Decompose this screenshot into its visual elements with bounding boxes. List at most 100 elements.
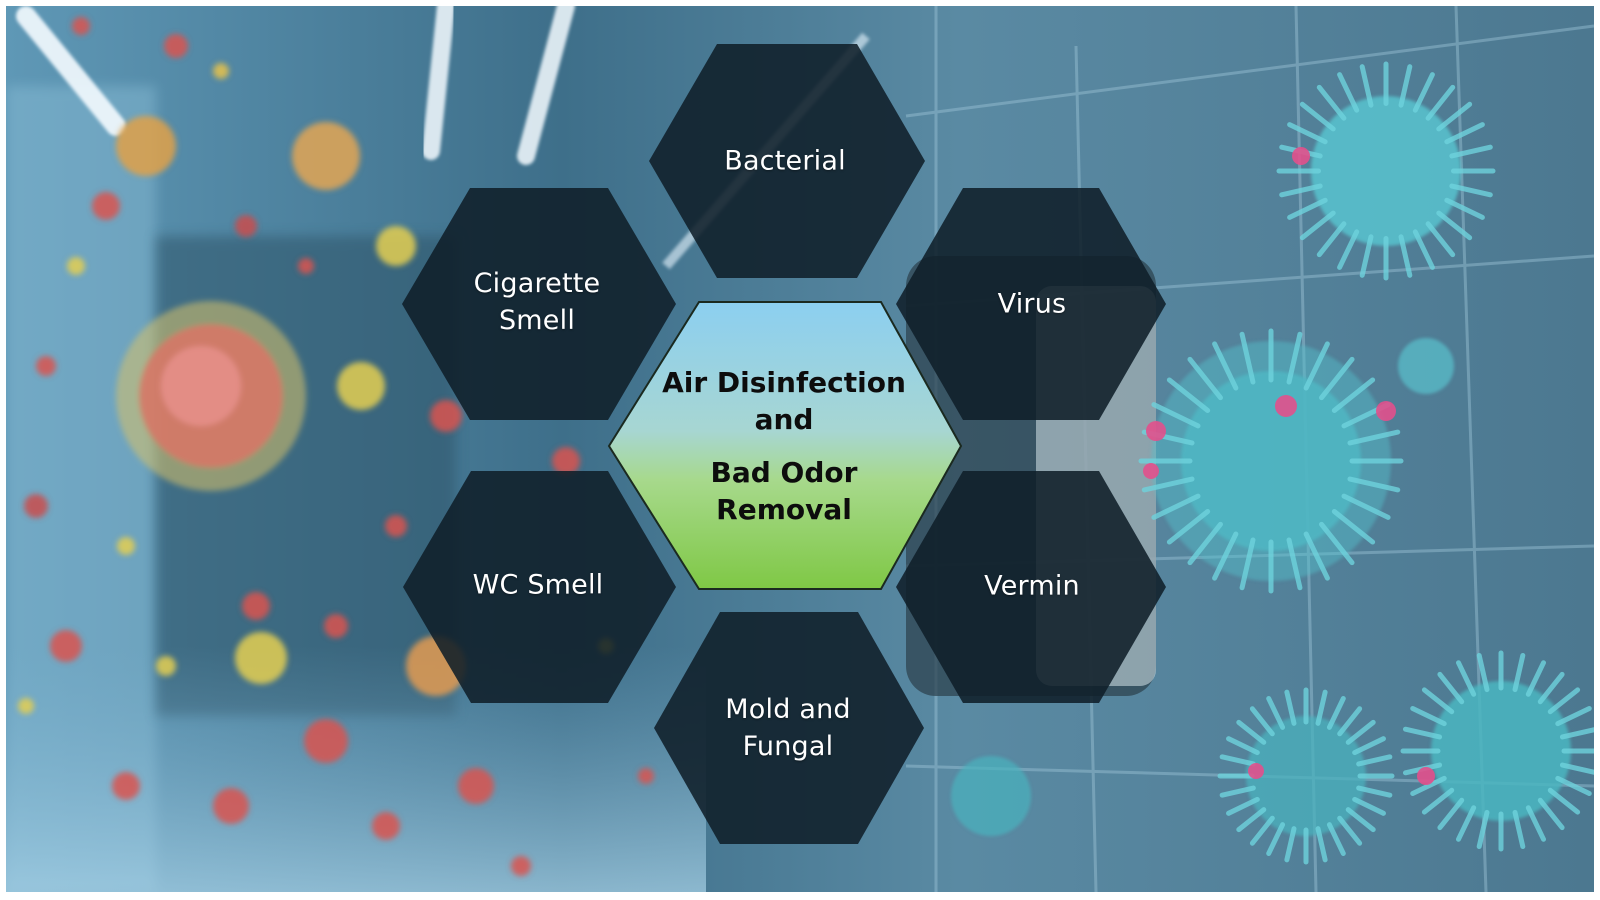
- virus-spike: [1316, 221, 1347, 258]
- infographic-canvas: Bacterial Cigarette Smell Virus WC Smell…: [6, 6, 1594, 892]
- virus-spike: [1266, 822, 1286, 856]
- center-line4: Removal: [716, 493, 852, 526]
- virus-spike: [1412, 229, 1435, 270]
- center-line1: Air Disinfection: [662, 366, 906, 399]
- virus-spike: [1398, 234, 1413, 278]
- background-particle: [213, 63, 229, 79]
- virus-spike: [1347, 476, 1401, 493]
- hex-wc-smell: [403, 471, 676, 703]
- virus-spike: [1352, 796, 1386, 816]
- virus-spike: [1421, 787, 1455, 815]
- label-cigarette-line2: Smell: [498, 305, 576, 336]
- background-particle: [372, 812, 400, 840]
- virus-spike: [1352, 736, 1386, 756]
- virus-spike: [1449, 183, 1493, 198]
- virus-spike: [1166, 509, 1211, 545]
- background-particle: [92, 192, 120, 220]
- hex-virus: [896, 188, 1166, 420]
- virus-spike: [1236, 807, 1267, 833]
- virus-spike: [1286, 331, 1303, 385]
- virus-spike: [1555, 775, 1592, 797]
- virus-spike: [1151, 493, 1201, 520]
- background-particle: [324, 614, 348, 638]
- virus-spike: [1425, 84, 1456, 121]
- virus-spike: [1187, 521, 1223, 566]
- virus-spike: [1555, 705, 1592, 727]
- label-cigarette-smell: Cigarette Smell: [422, 265, 652, 339]
- virus-spike: [1337, 72, 1360, 113]
- background-particle: [376, 226, 416, 266]
- virus-spike: [1151, 402, 1201, 429]
- center-title: Air Disinfection and Bad Odor Removal: [634, 364, 934, 528]
- virus-spike: [1299, 210, 1336, 241]
- virus-spike: [1402, 726, 1443, 740]
- virus-spike: [1436, 210, 1473, 241]
- virus-spike: [1236, 719, 1267, 745]
- virus-spike: [1537, 797, 1565, 831]
- virus-spike: [1141, 476, 1195, 493]
- virus-spike: [1219, 785, 1256, 798]
- label-mold-fungal: Mold and Fungal: [673, 691, 903, 765]
- hex-mold-fungal: [654, 612, 924, 844]
- virus-spike: [1512, 652, 1526, 693]
- virus-spike: [1326, 696, 1346, 730]
- virus-spike: [1319, 521, 1355, 566]
- virus-spike: [1410, 775, 1447, 797]
- label-mold-line2: Fungal: [742, 731, 834, 762]
- virus-spike: [1319, 356, 1355, 401]
- label-mold-line1: Mold and: [725, 694, 851, 725]
- background-particle: [552, 447, 580, 475]
- virus-spike: [1284, 826, 1297, 863]
- virus-spike: [1345, 719, 1376, 745]
- virus-spike: [1547, 787, 1581, 815]
- virus-spike: [1525, 805, 1547, 842]
- virus-spike: [1559, 727, 1594, 740]
- center-gap: [634, 438, 934, 454]
- background-particle: [36, 356, 56, 376]
- label-vermin: Vermin: [917, 568, 1147, 605]
- background-particle: [117, 537, 135, 555]
- background-particle: [24, 494, 48, 518]
- background-particle: [67, 257, 85, 275]
- virus-spike: [1337, 229, 1360, 270]
- virus-spike: [1303, 531, 1330, 581]
- background-particle: [242, 592, 270, 620]
- background-particle: [164, 34, 188, 58]
- label-bacterial: Bacterial: [670, 143, 900, 180]
- virus-spike: [1326, 822, 1346, 856]
- virus-spike: [1537, 671, 1565, 705]
- virus-spike: [1249, 815, 1275, 846]
- background-particle: [116, 116, 176, 176]
- virus-spike: [1287, 122, 1328, 145]
- center-line2: and: [754, 403, 814, 436]
- virus-spike: [1347, 429, 1401, 446]
- background-particle: [385, 515, 407, 537]
- virus-spike: [1212, 531, 1239, 581]
- virus-spike: [1226, 736, 1260, 756]
- virus-spike: [1337, 815, 1363, 846]
- label-bacterial-text: Bacterial: [724, 145, 846, 177]
- virus-spike: [1444, 197, 1485, 220]
- virus-spike: [1436, 101, 1473, 132]
- virus-spike: [1166, 377, 1211, 413]
- virus-spike: [1421, 687, 1455, 715]
- virus-spike: [1239, 331, 1256, 385]
- virus-spike: [1315, 826, 1328, 863]
- background-particle: [112, 772, 140, 800]
- label-wc-smell: WC Smell: [423, 567, 653, 604]
- virus-spike: [1437, 671, 1465, 705]
- hex-center: [607, 301, 963, 590]
- virus-spike: [1331, 377, 1376, 413]
- background-particle: [304, 719, 348, 763]
- background-particle: [156, 656, 176, 676]
- virus-spike: [1455, 660, 1477, 697]
- virus-spike: [1559, 762, 1594, 775]
- background-particle: [298, 258, 314, 274]
- virus-spike: [1239, 537, 1256, 591]
- background-particle: [638, 768, 654, 784]
- hex-vermin: [896, 471, 1166, 703]
- background-particle: [458, 768, 494, 804]
- label-vermin-text: Vermin: [984, 570, 1080, 602]
- background-particle: [235, 632, 287, 684]
- virus-spike: [1249, 706, 1275, 737]
